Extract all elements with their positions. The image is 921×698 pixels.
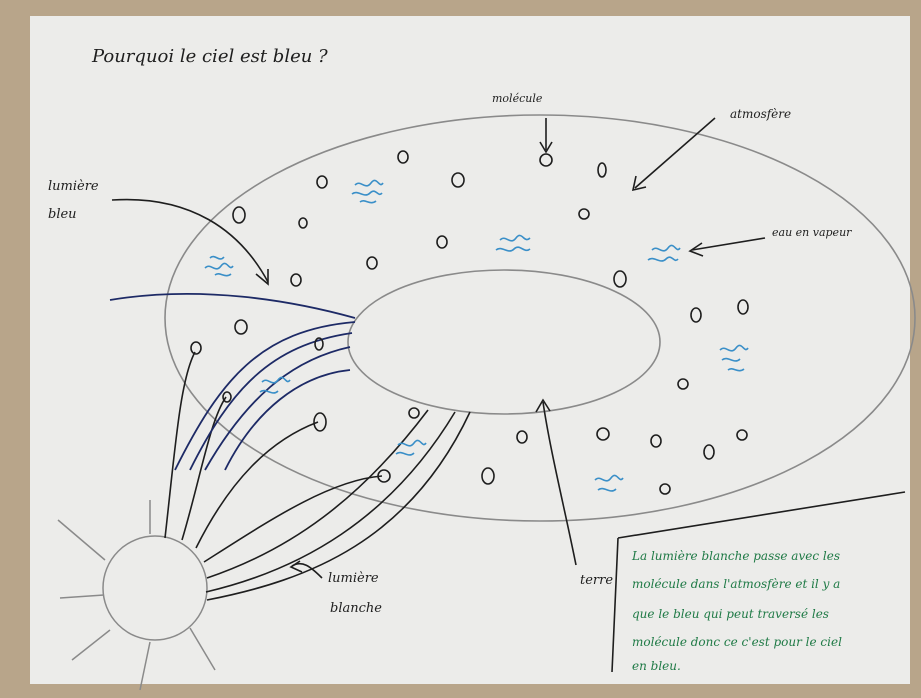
- molecule-icon: [313, 412, 327, 432]
- molecule-icon: [650, 434, 662, 448]
- molecule-icon: [397, 150, 409, 164]
- molecule-icon: [737, 299, 749, 315]
- arrow-head: [289, 560, 303, 573]
- molecule-icon: [366, 256, 378, 270]
- sun-ray: [71, 629, 111, 661]
- molecule-icon: [703, 444, 715, 460]
- conclusion-box-border: [611, 491, 906, 673]
- molecule-icon: [659, 483, 671, 495]
- sun-icon: [57, 500, 216, 691]
- molecule-icon: [408, 407, 420, 419]
- molecule-icon: [451, 172, 465, 188]
- light-ray: [164, 351, 196, 539]
- blue-ray: [174, 321, 356, 471]
- molecule-icon: [298, 217, 308, 229]
- molecule-icon: [578, 208, 590, 220]
- light-ray: [181, 396, 227, 541]
- conclusion-line-5: en bleu.: [632, 659, 681, 673]
- label-blue-light-line2: bleu: [48, 207, 77, 222]
- molecule-icon: [222, 391, 232, 403]
- water-vapor-marks: [204, 179, 749, 492]
- blue-light-rays: [109, 293, 356, 471]
- water-vapor-icon: [495, 234, 531, 252]
- molecule-icon: [690, 307, 702, 323]
- blue-ray: [189, 332, 353, 471]
- blue-ray: [109, 293, 356, 319]
- arrow-head: [255, 269, 269, 286]
- molecule-icon: [613, 270, 627, 288]
- molecules: [190, 150, 749, 495]
- light-ray: [205, 411, 456, 593]
- arrow-head: [539, 141, 553, 154]
- molecule-icon: [316, 175, 328, 189]
- molecule-icon: [736, 429, 748, 441]
- water-vapor-icon: [395, 439, 427, 456]
- label-white-light-line1: lumière: [328, 571, 379, 586]
- conclusion-line-1: La lumière blanche passe avec les: [631, 549, 840, 563]
- sun-circle: [102, 535, 208, 641]
- water-vapor-icon: [647, 244, 681, 262]
- water-vapor-icon: [351, 179, 384, 204]
- molecule-icon: [597, 162, 607, 178]
- molecule-icon: [290, 273, 302, 287]
- blue-ray: [224, 369, 351, 471]
- molecule-icon: [436, 235, 448, 249]
- water-vapor-icon: [719, 344, 749, 372]
- label-water-vapor: eau en vapeur: [772, 226, 852, 239]
- annotation-arrows: [111, 117, 766, 579]
- molecule-icon: [314, 337, 324, 351]
- light-ray: [203, 475, 383, 563]
- light-ray: [206, 411, 471, 601]
- water-vapor-icon: [259, 376, 291, 394]
- arrow-earth: [542, 401, 577, 566]
- sun-ray: [57, 519, 106, 561]
- arrow-head: [535, 398, 551, 413]
- arrow-head: [688, 242, 704, 257]
- conclusion-line-2: molécule dans l'atmosfère et il y a: [632, 577, 840, 591]
- molecule-icon: [232, 206, 246, 224]
- atmosphere-ellipse: [164, 114, 916, 522]
- sun-ray: [59, 594, 105, 599]
- arrow-atmosphere: [634, 117, 716, 189]
- label-molecule: molécule: [492, 92, 543, 105]
- molecule-icon: [677, 378, 689, 390]
- molecule-icon: [234, 319, 248, 335]
- arrow-water-vapor: [691, 237, 766, 251]
- water-vapor-icon: [594, 474, 624, 492]
- paper-sheet: [30, 16, 910, 684]
- page-title: Pourquoi le ciel est bleu ?: [91, 46, 328, 67]
- molecule-icon: [377, 469, 391, 483]
- label-blue-light-line1: lumière: [48, 179, 99, 194]
- label-earth: terre: [580, 573, 613, 588]
- molecule-icon: [481, 467, 495, 485]
- arrow-head: [631, 175, 647, 192]
- label-atmosphere: atmosfère: [730, 107, 791, 121]
- conclusion-line-4: molécule donc ce c'est pour le ciel: [632, 635, 842, 649]
- water-vapor-icon: [204, 255, 234, 277]
- molecule-icon: [596, 427, 610, 441]
- earth-ellipse: [347, 269, 661, 415]
- sun-ray: [189, 627, 216, 671]
- white-light-rays: [164, 351, 471, 601]
- label-white-light-line2: blanche: [330, 601, 382, 616]
- light-ray: [195, 421, 319, 549]
- blue-ray: [204, 346, 351, 471]
- conclusion-line-3: que le bleu qui peut traversé les: [632, 607, 829, 621]
- arrow-blue-light: [111, 198, 269, 283]
- sun-ray: [139, 641, 151, 691]
- molecule-icon: [516, 430, 528, 444]
- light-ray: [206, 409, 429, 579]
- molecule-icon: [539, 153, 553, 167]
- molecule-icon: [190, 341, 202, 355]
